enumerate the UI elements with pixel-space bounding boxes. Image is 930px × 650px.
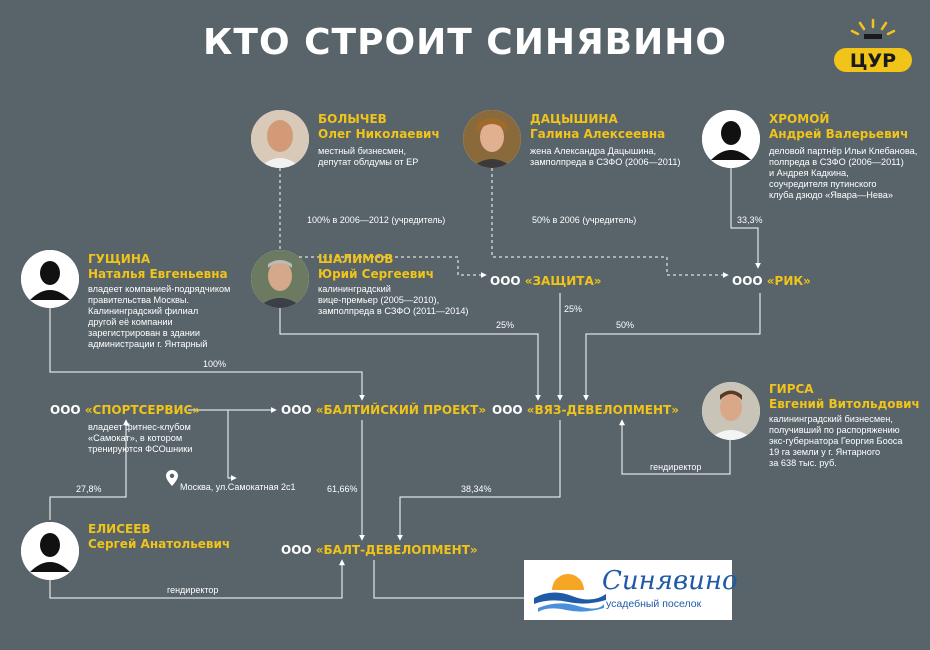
label-eliseev-baltdev: гендиректор xyxy=(167,585,219,595)
line-khromoy-rik xyxy=(730,168,761,269)
label-shalimov-vyaz: 25% xyxy=(496,320,515,330)
company-balt-development: ООО «БАЛТ-ДЕВЕЛОПМЕНТ» xyxy=(281,543,478,557)
desc-khromoy: деловой партнёр Ильи Клебанова,полпреда … xyxy=(769,146,918,200)
page-title: КТО СТРОИТ СИНЯВИНО xyxy=(202,22,727,63)
line-gushchina-baltiyskiy xyxy=(49,308,365,401)
desc-girsa: калининградский бизнесмен,получивший по … xyxy=(769,414,903,468)
photo-icon xyxy=(251,110,309,168)
line-eliseev-baltdev xyxy=(49,559,345,599)
label-eliseev-sportservis: 27,8% xyxy=(76,484,102,494)
note-sportservis: владеет фитнес-клубом«Самокат», в которо… xyxy=(88,422,193,454)
label-zashchita-vyaz: 25% xyxy=(564,304,583,314)
svg-text:ЦУР: ЦУР xyxy=(850,50,896,72)
line-eliseev-sportservis xyxy=(49,419,129,520)
avatar-shalimov xyxy=(251,250,309,308)
desc-bolychev: местный бизнесмен,депутат облдумы от ЕР xyxy=(318,146,419,167)
address-label: Москва, ул.Самокатная 2с1 xyxy=(180,482,296,492)
label-khromoy-rik: 33,3% xyxy=(737,215,763,225)
desc-datsyshina: жена Александра Дацышина,замполпреда в С… xyxy=(530,146,681,167)
company-sportservis: ООО «СПОРТСЕРВИС» xyxy=(50,403,201,417)
banner-title: Синявино xyxy=(602,566,738,596)
silhouette-icon xyxy=(21,522,79,580)
line-baltdev-banner xyxy=(373,560,524,599)
line-vyaz-baltdev xyxy=(397,420,561,541)
sinyavino-banner: Синявино усадебный поселок xyxy=(524,560,738,620)
company-baltiyskiy-proekt: ООО «БАЛТИЙСКИЙ ПРОЕКТ» xyxy=(281,403,487,417)
label-vyaz-baltdev: 38,34% xyxy=(461,484,492,494)
company-rik: ООО «РИК» xyxy=(732,274,811,288)
company-zashchita: ООО «ЗАЩИТА» xyxy=(490,274,602,288)
line-sportservis-address xyxy=(227,410,237,481)
line-girsa-vyaz xyxy=(619,419,731,475)
avatar-bolychev xyxy=(251,110,309,168)
line-datsyshina-rik xyxy=(491,168,729,278)
avatar-khromoy xyxy=(702,110,760,168)
photo-icon xyxy=(702,382,760,440)
banner-subtitle: усадебный поселок xyxy=(606,598,702,610)
cur-logo: ЦУР xyxy=(832,18,914,80)
avatar-gushchina xyxy=(21,250,79,308)
label-bolychev-zashchita: 100% в 2006—2012 (учредитель) xyxy=(307,215,446,225)
company-vyaz-development: ООО «ВЯЗ-ДЕВЕЛОПМЕНТ» xyxy=(492,403,679,417)
silhouette-icon xyxy=(702,110,760,168)
avatar-eliseev xyxy=(21,522,79,580)
photo-icon xyxy=(251,250,309,308)
avatar-girsa xyxy=(702,382,760,440)
label-baltiyskiy-baltdev: 61,66% xyxy=(327,484,358,494)
line-bolychev-zashchita xyxy=(279,168,487,278)
label-rik-vyaz: 50% xyxy=(616,320,635,330)
label-girsa-vyaz: гендиректор xyxy=(650,462,702,472)
label-datsyshina-rik: 50% в 2006 (учредитель) xyxy=(532,215,637,225)
location-pin-icon xyxy=(166,470,178,486)
avatar-datsyshina xyxy=(463,110,521,168)
logo-icon: ЦУР xyxy=(834,18,912,72)
photo-icon xyxy=(463,110,521,168)
label-gushchina-baltiyskiy: 100% xyxy=(203,359,227,369)
silhouette-icon xyxy=(21,250,79,308)
line-shalimov-vyaz xyxy=(279,308,541,401)
line-rik-vyaz xyxy=(583,293,761,401)
sunset-wave-icon xyxy=(528,574,608,620)
